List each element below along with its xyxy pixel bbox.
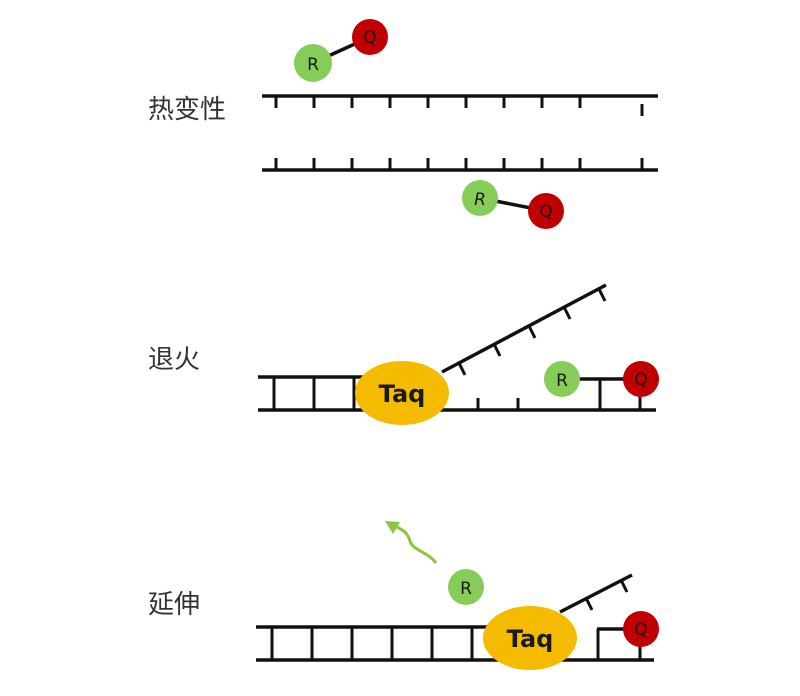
dna-strand-lower [262,158,658,172]
reporter-label: R [307,55,319,75]
quencher-label: Q [363,28,376,48]
enzyme-label: Taq [507,625,554,653]
probe-fragment: Q [596,611,659,660]
quencher-dye [352,19,388,55]
base-tick [584,597,594,611]
quencher-label: Q [634,620,647,640]
taq-polymerase: Taq [355,361,449,425]
stage-label-annealing: 退火 [148,345,200,375]
quencher-label: Q [634,370,647,390]
released-reporter: R [385,521,484,605]
displaced-strand [441,283,607,376]
displaced-strand [559,573,633,614]
base-tick [527,325,537,339]
reporter-label: R [474,190,486,210]
reporter-dye [462,180,498,216]
quencher-label: Q [539,202,552,222]
stage-label-denaturation: 热变性 [148,95,226,125]
quencher-dye [623,611,659,647]
taq-polymerase: Taq [483,606,577,670]
quencher-dye [623,361,659,397]
stage-label-extension: 延伸 [148,590,200,620]
base-tick [619,579,629,593]
bound-probe: R Q [544,361,659,410]
base-tick [597,288,607,302]
release-arrow [394,524,438,564]
base-tick [492,343,502,357]
reporter-label: R [460,579,472,599]
stage-denaturation: 热变性 R Q [148,19,658,229]
quencher-dye [528,193,564,229]
base-tick [562,306,572,320]
stage-annealing: 退火 Taq R [148,283,659,425]
dna-strand-upper [262,94,658,116]
free-probe-top: R Q [294,19,388,82]
free-probe-bottom: R Q [462,180,564,229]
reporter-dye [294,44,332,82]
reporter-dye [448,569,484,605]
base-tick [457,362,467,376]
enzyme-label: Taq [379,380,426,408]
reporter-dye [544,361,580,397]
reporter-label: R [556,371,568,391]
stage-extension: 延伸 R Taq [148,521,659,670]
arrow-head-icon [385,521,400,534]
